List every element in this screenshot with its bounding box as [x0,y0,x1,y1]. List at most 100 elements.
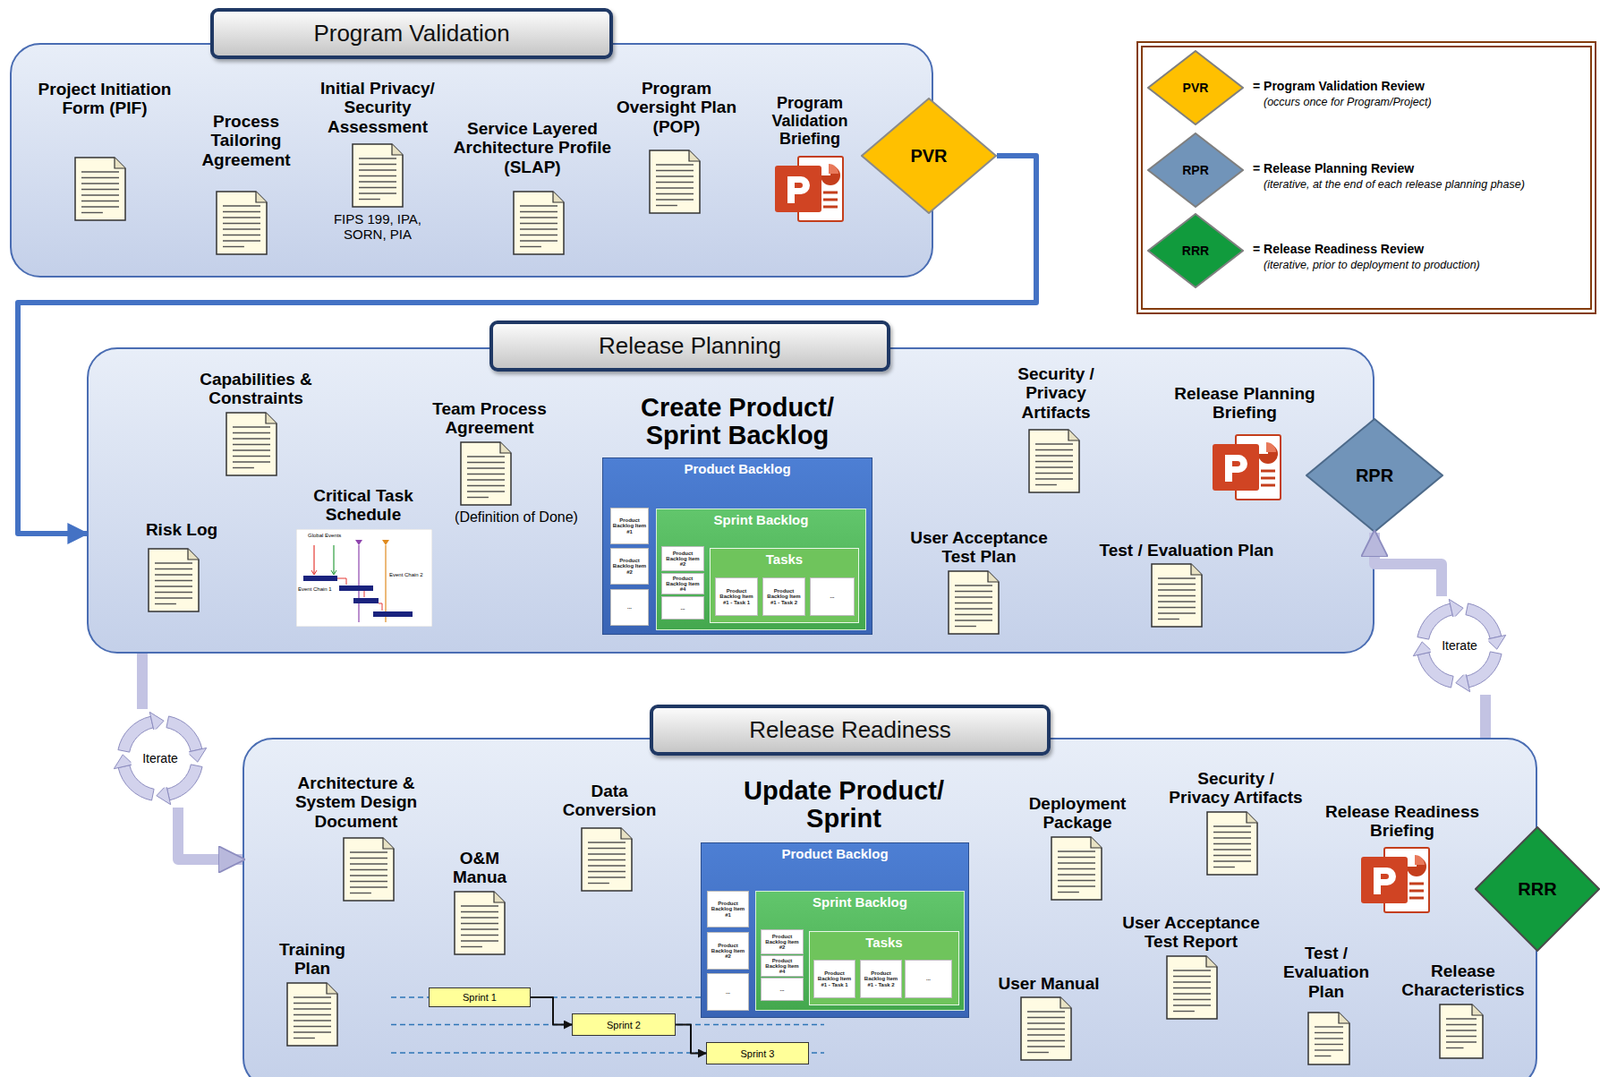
artifact-document: Service Layered Architecture Profile (SL… [450,119,616,177]
iterate-cycle: Iterate [1410,595,1509,695]
briefing-icon [773,154,845,223]
briefing-icon [1210,433,1283,502]
node-label: Program Oversight Plan (POP) [609,78,744,137]
artifact-document: Risk Log [123,519,240,539]
phase-title-box: Release Planning [489,320,891,372]
gantt-chart [296,528,433,627]
document-icon [1438,1003,1484,1059]
node-label: Sprint 3 [740,1047,775,1059]
node-label: Tasks [710,548,859,571]
document-icon [512,190,565,256]
node-label: Product Backlog Item #1 - Task 2 [860,969,902,988]
node-label: Create Product/ Sprint Backlog [602,393,873,451]
node-label: Process Tailoring Agreement [178,111,314,170]
node-label: Service Layered Architecture Profile (SL… [450,119,616,177]
node-label: Release Planning Briefing [1159,383,1330,423]
node-label: ... [724,987,732,996]
node-label: Product Backlog Item #2 [662,549,704,569]
review-diamond: RPR [1305,417,1444,533]
backlog-item: Product Backlog Item #4 [760,954,804,977]
document-icon [459,441,512,506]
artifact-document: Training Plan [263,939,362,979]
node-label: Test / Evaluation Plan [1070,540,1303,560]
legend-note: (iterative, at the end of each release p… [1263,178,1525,191]
note-text: FIPS 199, IPA, SORN, PIA [319,211,436,243]
document-icon [580,826,633,892]
artifact-document: Architecture & System Design Document [278,773,435,831]
node-label: Sprint Backlog [756,891,964,914]
node-label: Initial Privacy/ Security Assessment [295,78,461,137]
backlog-item: Product Backlog Item #2 [706,931,749,970]
gantt-label: Global Events [307,532,341,538]
node-label: Update Product/ Sprint [709,776,979,834]
artifact-document: User Acceptance Test Report [1113,912,1270,952]
note-text: (Definition of Done) [426,509,606,526]
artifact-document: Capabilities & Constraints [188,369,324,409]
phase-title-box: Program Validation [210,8,613,60]
node-label: ... [828,592,835,600]
document-icon [1206,810,1259,876]
phase-band: Release PlanningCapabilities & Constrain… [86,347,1375,654]
document-icon [947,570,1000,635]
document-icon [648,149,701,214]
node-label: Product Backlog [603,458,872,481]
phase-band: Program ValidationProject Initiation For… [9,42,934,278]
backlog-item: ... [809,577,855,616]
artifact-document: Data Conversion [546,781,673,820]
artifact-document: Program Oversight Plan (POP) [609,78,744,137]
node-label: Product Backlog Item #1 - Task 1 [715,587,758,606]
artifact-document: Release Characteristics [1391,961,1535,1000]
review-diamond: PVR [860,97,997,214]
artifact-document: Program Validation Briefing [751,93,869,148]
backlog-item: ... [661,595,705,620]
document-icon [342,836,395,902]
backlog-item: ... [706,972,749,1011]
backlog-item: ... [760,977,804,1001]
backlog-item: Product Backlog Item #1 [610,507,649,545]
flow-connector [1374,532,1442,596]
document-icon [1150,562,1203,628]
document-icon [1050,835,1103,901]
backlog-box: Sprint BacklogProduct Backlog Item #2 Pro… [655,508,867,630]
node-label: Risk Log [123,519,240,539]
backlog-item: Product Backlog Item #1 - Task 1 [813,959,856,998]
artifact-document: Security / Privacy Artifacts [1168,768,1303,808]
backlog-item: Product Backlog Item #4 [661,572,705,595]
legend-code: PVR [1182,80,1209,95]
artifact-document: Test / Evaluation Plan [1070,540,1303,560]
flow-connector [675,1024,707,1054]
legend-text: = Release Readiness Review [1252,241,1424,256]
document-icon [74,156,127,222]
backlog-box: Sprint BacklogProduct Backlog Item #2 Pro… [755,890,965,1011]
node-label: Program Validation Briefing [751,93,869,148]
node-label: Product Backlog Item #2 [611,556,648,576]
backlog-item: Product Backlog Item #1 - Task 1 [714,577,758,616]
node-label: Release Characteristics [1391,961,1535,1000]
gantt-label: Event Chain 2 [389,571,424,578]
artifact-document: Project Initiation Form (PIF) [22,79,188,119]
node-label: Sprint Backlog [656,509,866,532]
node-label: Product Backlog Item #4 [662,574,704,594]
artifact-document: Release Planning Briefing [1159,383,1330,423]
gantt-label: Event Chain 1 [297,586,332,592]
document-icon [1165,954,1218,1020]
node-label: Product Backlog [701,842,969,866]
backlog-item: Product Backlog Item #1 [706,890,749,928]
iterate-cycle: Iterate [110,708,210,808]
artifact-document: Initial Privacy/ Security AssessmentFIPS… [295,78,461,137]
node-label: Release Readiness Briefing [1312,801,1492,841]
node-label: Architecture & System Design Document [278,773,435,831]
artifact-document: Security / Privacy Artifacts [997,364,1115,422]
node-label: User Manual [981,973,1116,993]
sprint-box: Sprint 2 [571,1012,676,1036]
artifact-document: Critical Task Schedule [287,485,440,525]
node-label: Product Backlog Item #1 - Task 2 [763,587,805,606]
node-label: Product Backlog Item #4 [761,956,803,976]
document-icon [1307,1011,1351,1065]
node-label: Tasks [809,931,959,954]
node-label: Product Backlog Item #2 [761,932,803,952]
artifact-document: Team Process Agreement(Definition of Don… [413,399,566,438]
backlog-heading: Create Product/ Sprint BacklogProduct Ba… [602,393,873,453]
node-label: Team Process Agreement [413,399,566,438]
